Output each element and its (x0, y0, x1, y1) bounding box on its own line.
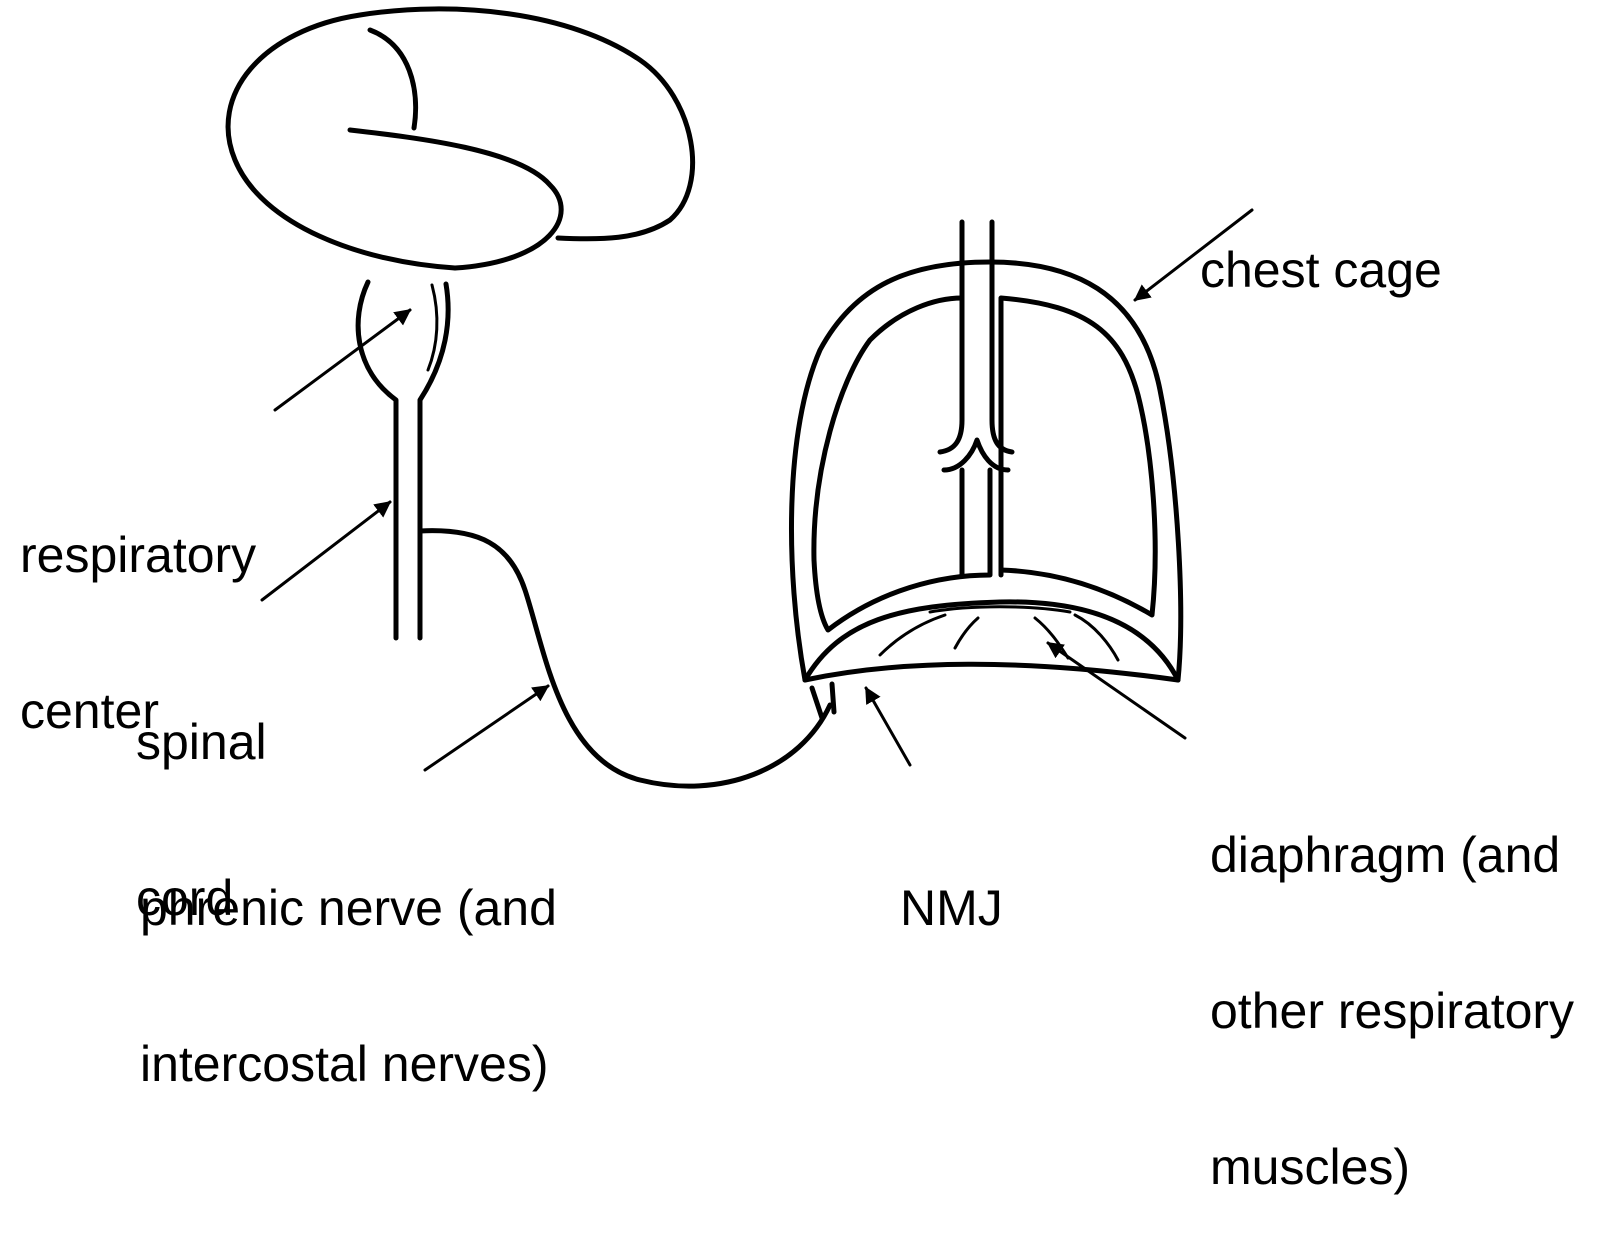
arrow-nmj (866, 688, 910, 765)
label-phrenic-nerve-line-2: intercostal nerves) (140, 1038, 557, 1090)
diaphragm-fibers (880, 607, 1118, 660)
label-nmj-line-1: NMJ (900, 882, 1003, 934)
label-diaphragm-line-2: other respiratory (1210, 985, 1574, 1037)
arrow-spinal-cord (262, 502, 390, 600)
label-respiratory-center-line-1: respiratory (20, 529, 256, 581)
phrenic-nerve-line (420, 531, 830, 786)
temporal-lobe (350, 130, 561, 268)
arrow-phrenic-nerve (425, 686, 548, 770)
label-phrenic-nerve-line-1: phrenic nerve (and (140, 882, 557, 934)
cerebrum-fold (370, 30, 416, 128)
label-diaphragm-line-3: muscles) (1210, 1141, 1574, 1193)
nmj-ending (812, 684, 834, 718)
label-chest-cage-line-1: chest cage (1200, 244, 1442, 296)
diaphragm-lower-edge (805, 664, 1178, 680)
brain-drawing (228, 9, 693, 268)
label-phrenic-nerve: phrenic nerve (and intercostal nerves) (140, 778, 557, 1142)
label-nmj: NMJ (900, 778, 1003, 986)
brain-outline (228, 9, 693, 268)
trachea-left (940, 222, 962, 452)
label-chest-cage: chest cage (1200, 140, 1442, 348)
respiratory-control-diagram: respiratory center spinal cord phrenic n… (0, 0, 1606, 885)
brainstem-and-cord (358, 282, 448, 638)
chest-cage-drawing (791, 222, 1180, 680)
right-lung (1001, 298, 1155, 615)
brainstem-inner-line (428, 285, 437, 370)
label-diaphragm: diaphragm (and other respiratory muscles… (1210, 725, 1574, 1245)
brainstem-right (420, 284, 448, 638)
label-spinal-cord-line-1: spinal (136, 716, 267, 768)
label-diaphragm-line-1: diaphragm (and (1210, 829, 1574, 881)
